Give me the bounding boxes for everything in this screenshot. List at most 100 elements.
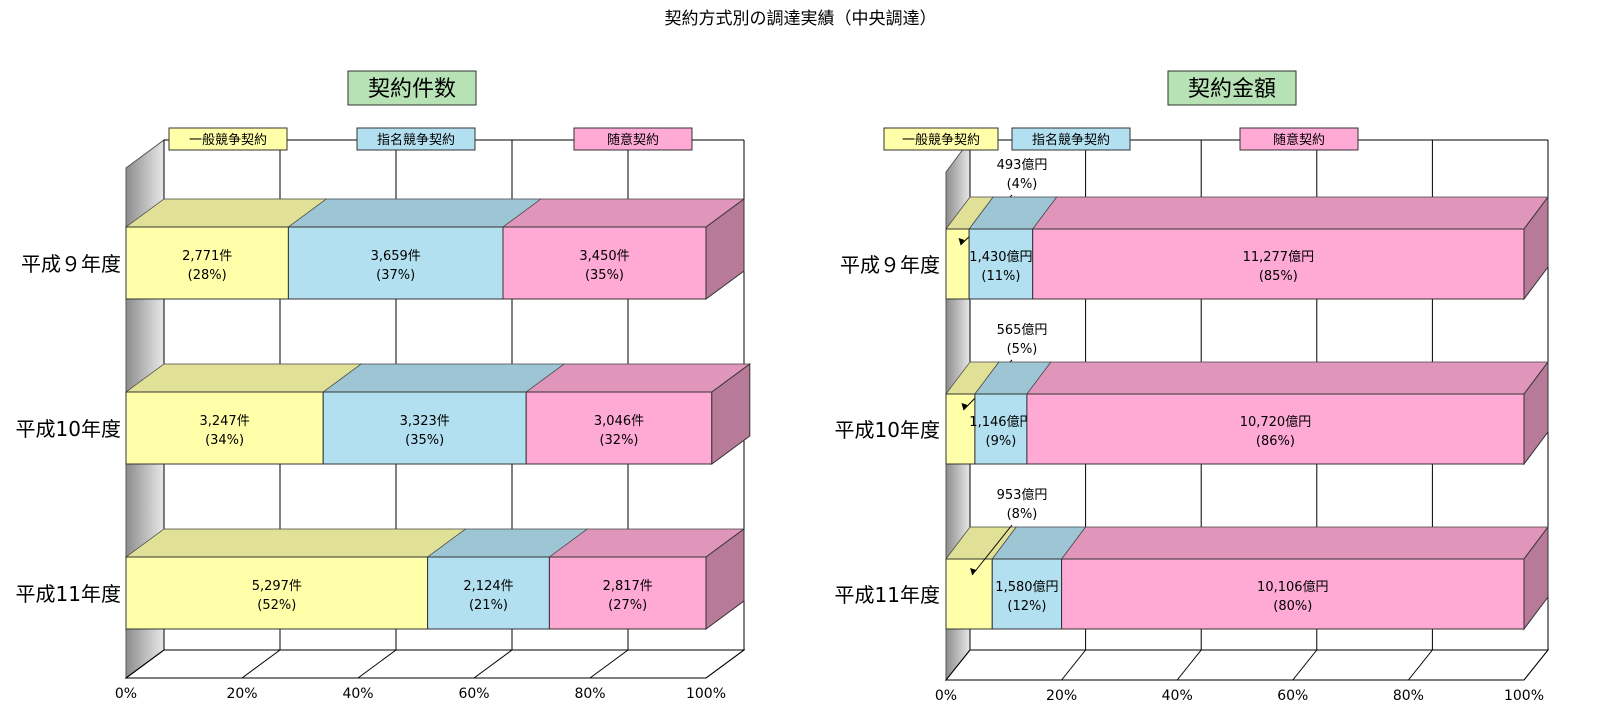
bar-segment [125,391,324,465]
callout-arrow [971,524,1013,576]
bar-segment [1026,393,1525,465]
legend-item [1239,127,1359,151]
data-label: 953億円 [997,487,1048,503]
floor-gridline [473,649,513,679]
bar-top-face [287,198,543,228]
bar-end-face [1523,360,1549,466]
callout-arrowhead [961,403,968,410]
chart-floor [124,649,746,679]
bar-segment [991,558,1063,630]
bar-top-face [1026,361,1549,395]
data-label-percent: (34%) [205,433,244,448]
floor-gridline [357,649,397,679]
page-title: 契約方式別の調達実績（中央調達） [664,9,937,29]
bar-end-face [1523,525,1549,631]
chart-floor [944,649,1550,681]
data-label: 1,146億円 [969,414,1032,430]
data-label: 2,124件 [463,579,513,594]
chart-title-box [1167,70,1297,106]
x-tick-label: 20% [1046,688,1077,704]
floor-gridline [125,649,165,679]
legend-label: 指名競争契約 [377,132,455,148]
x-tick-label: 60% [1277,688,1308,704]
data-label: 1,580億円 [995,579,1058,595]
bar-end-face [1523,195,1549,301]
x-tick-label: 0% [935,688,957,704]
category-label: 平成10年度 [16,417,121,441]
data-label: 5,297件 [252,579,302,594]
data-label: 11,277億円 [1243,249,1315,265]
x-tick-label: 0% [115,686,137,702]
data-label: 3,450件 [579,249,629,264]
bar-segment [287,226,504,300]
data-label: 2,817件 [603,579,653,594]
legend-item [1011,127,1131,151]
legend-label: 一般競争契約 [189,132,267,148]
bar-end-face [711,363,751,465]
bar-segment [945,558,993,630]
x-tick-label: 80% [1393,688,1424,704]
x-tick-label: 40% [1162,688,1193,704]
category-label: 平成11年度 [835,583,940,607]
legend-label: 随意契約 [1273,132,1325,148]
data-label-percent: (21%) [469,598,508,613]
category-label: 平成10年度 [835,418,940,442]
x-tick-label: 80% [574,686,605,702]
data-label: 3,247件 [199,414,249,429]
floor-gridline [241,649,281,679]
chart-contract-amount: 0%20%40%60%80%100%契約金額一般競争契約指名競争契約随意契約平成… [835,70,1550,704]
bar-top-face [124,363,363,393]
bar-top-face [1060,526,1549,560]
floor-gridline [705,649,745,679]
data-label: 3,323件 [400,414,450,429]
data-label-percent: (52%) [257,598,296,613]
legend-item [168,127,288,151]
bar-end-face [705,198,745,300]
legend-label: 一般競争契約 [902,132,980,148]
data-label: 3,659件 [371,249,421,264]
data-label-percent: (5%) [1007,342,1038,357]
floor-gridline [1061,649,1086,681]
chart-title: 契約金額 [1188,77,1276,102]
data-label: 1,430億円 [969,249,1032,265]
data-label-percent: (8%) [1007,507,1038,522]
legend-item [573,127,693,151]
data-label-percent: (32%) [599,433,638,448]
data-label-percent: (9%) [986,434,1017,449]
bar-top-face [1031,196,1549,230]
chart-title-box [347,70,477,106]
bar-segment [1032,228,1525,300]
data-label-percent: (12%) [1007,599,1046,614]
bar-top-face [501,198,746,228]
bar-segment [968,228,1034,300]
bar-segment [502,226,707,300]
data-label: 2,771件 [182,249,232,264]
bar-top-face [124,528,467,558]
data-label: 493億円 [997,157,1048,173]
data-label-percent: (11%) [981,269,1020,284]
chart-contract-count: 0%20%40%60%80%100%契約件数一般競争契約指名競争契約随意契約平成… [16,70,751,702]
category-label: 平成９年度 [21,252,121,276]
data-label: 10,720億円 [1240,414,1312,430]
category-label: 平成11年度 [16,582,121,606]
floor-gridline [1523,649,1549,681]
bar-segment [125,226,289,300]
x-tick-label: 100% [686,686,726,702]
bar-top-face [525,363,751,393]
legend-item [356,127,476,151]
floor-gridline [589,649,629,679]
callout-arrowhead [970,568,977,575]
x-tick-label: 40% [342,686,373,702]
data-label-percent: (28%) [188,268,227,283]
legend-item [883,127,999,151]
data-label-percent: (80%) [1273,599,1312,614]
bar-top-face [322,363,566,393]
data-label: 3,046件 [594,414,644,429]
x-tick-label: 60% [458,686,489,702]
data-label: 565億円 [997,322,1048,338]
legend-label: 随意契約 [607,132,659,148]
data-label-percent: (35%) [405,433,444,448]
data-label-percent: (35%) [585,268,624,283]
data-label-percent: (86%) [1256,434,1295,449]
x-tick-label: 20% [226,686,257,702]
